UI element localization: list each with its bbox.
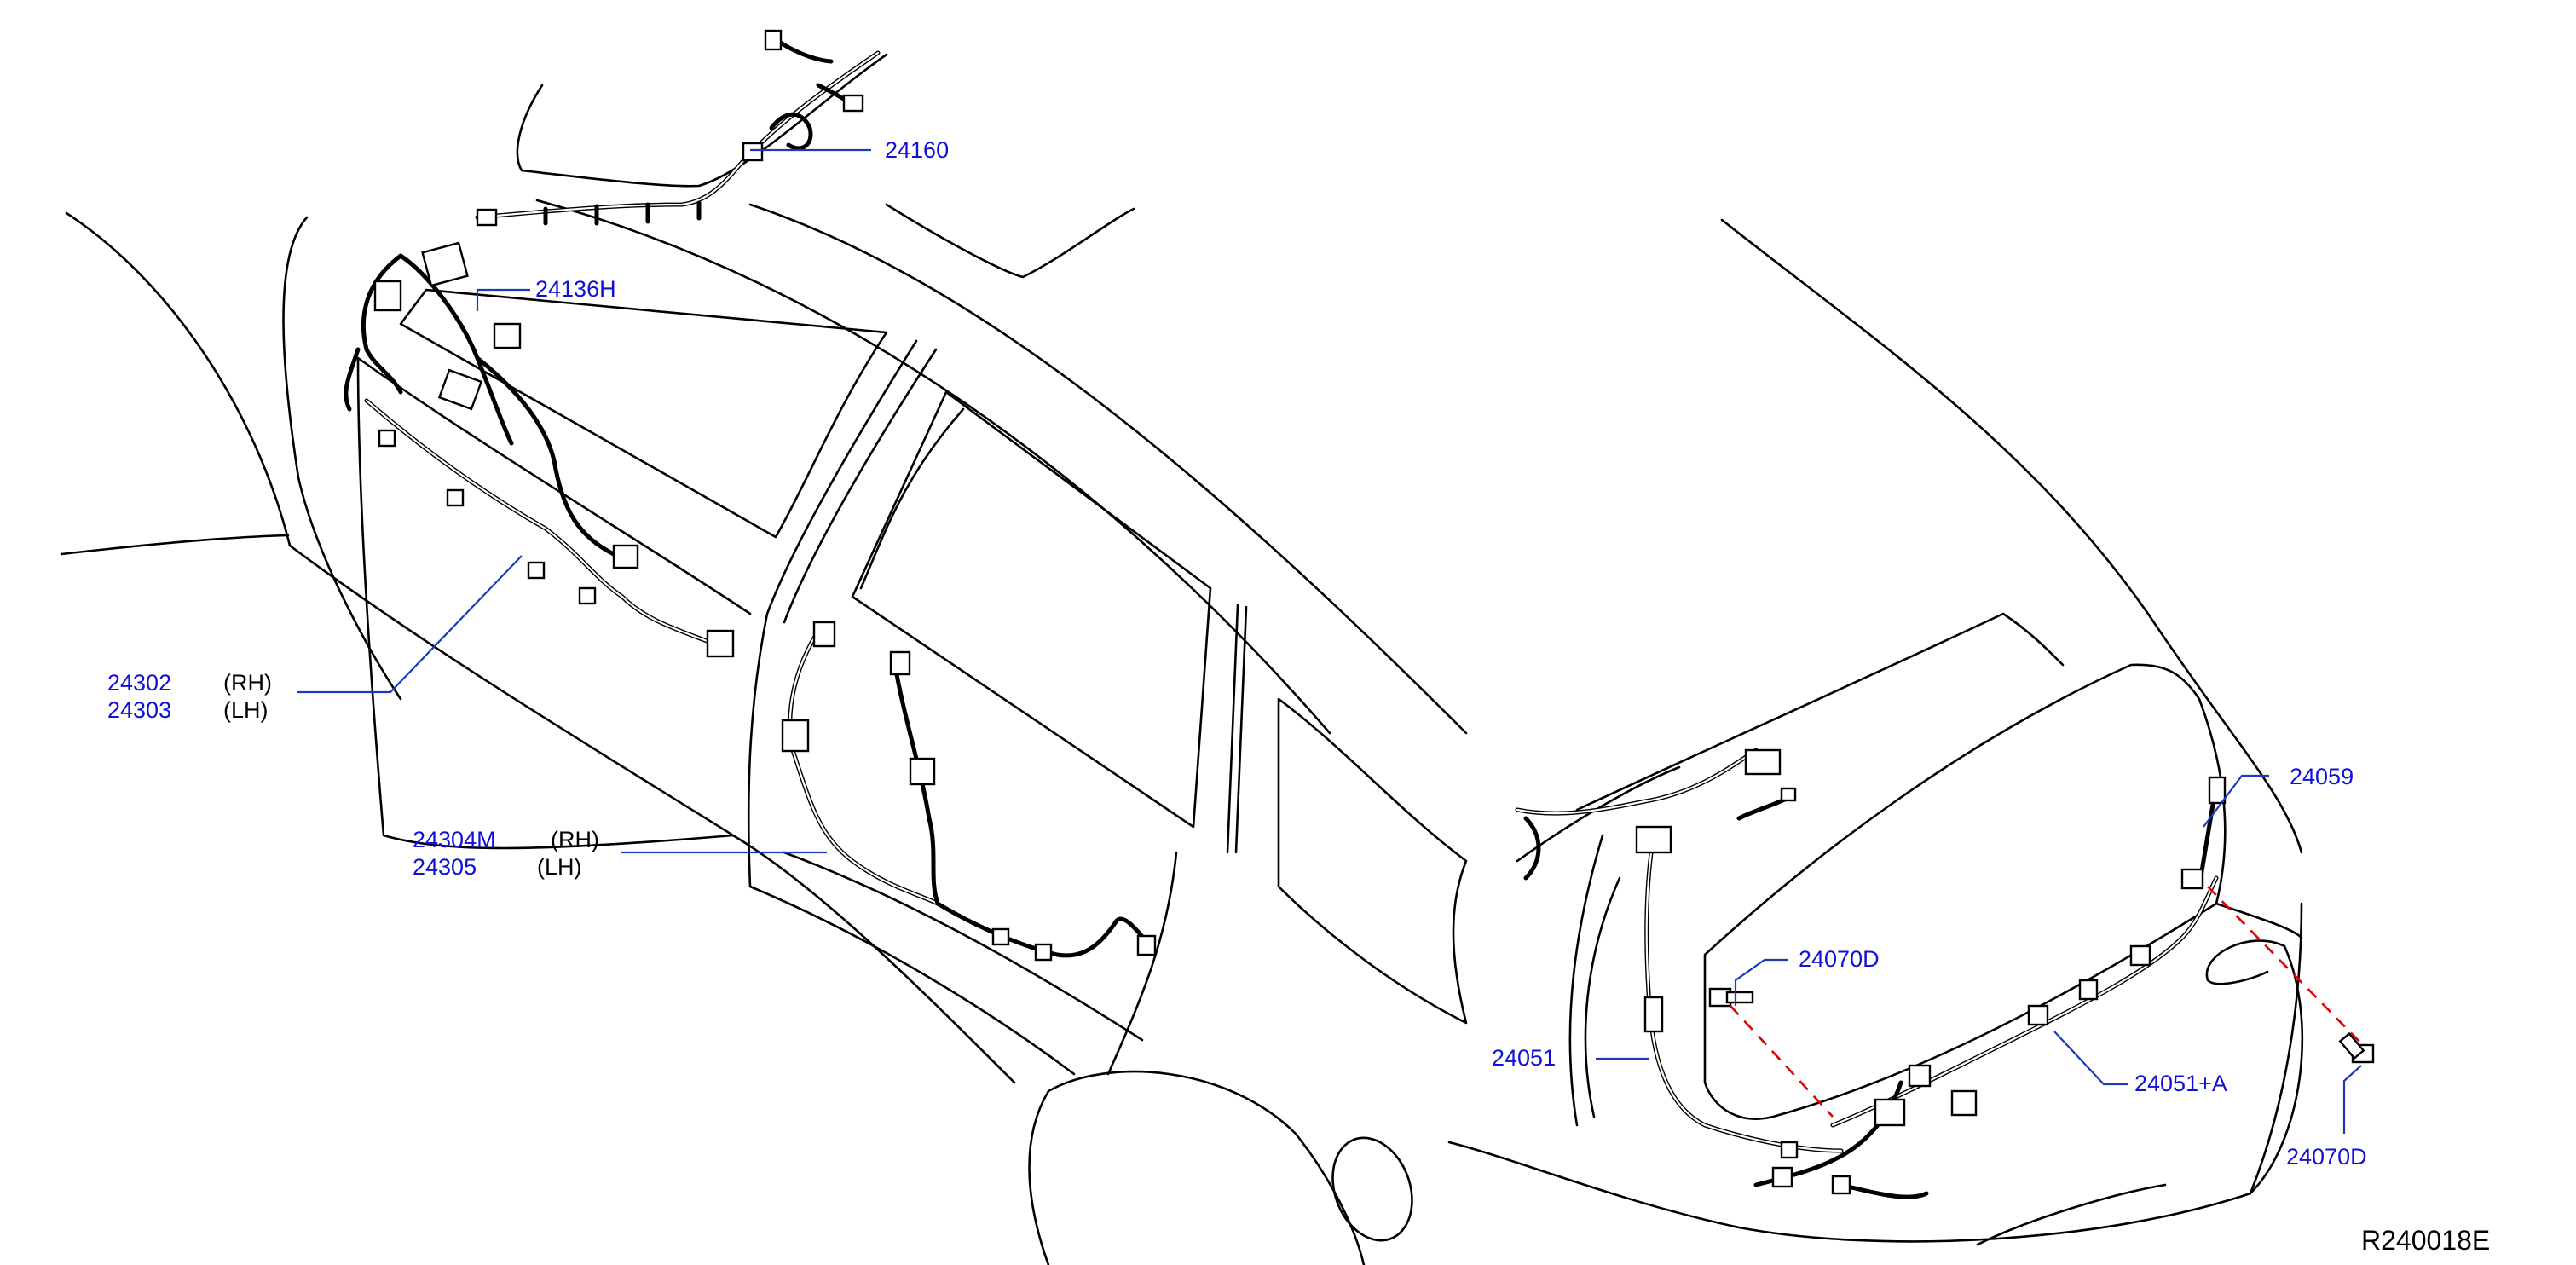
installation-guide-lines	[1730, 886, 2362, 1118]
part-label-24303: 24303	[107, 697, 171, 723]
part-label-24305: 24305	[413, 854, 477, 880]
harness-rear-24051	[1515, 748, 2227, 1199]
part-label-24304M: 24304M	[413, 827, 496, 852]
diagram-reference-code: R240018E	[2361, 1225, 2490, 1256]
leader-24302	[297, 555, 523, 694]
part-label-24059: 24059	[2290, 764, 2354, 789]
side-label-24302-rh: (RH)	[223, 670, 272, 696]
leader-24070D-upper	[1734, 958, 1788, 1006]
harness-roof-24160	[475, 29, 881, 227]
bolt-24070D-lower	[2338, 1031, 2375, 1064]
leader-24136H	[476, 288, 530, 311]
part-label-24302: 24302	[107, 670, 171, 696]
part-label-24051: 24051	[1492, 1045, 1556, 1071]
part-label-24160: 24160	[885, 137, 949, 163]
side-label-24304M-rh: (RH)	[551, 827, 599, 852]
harness-body-24302	[344, 241, 735, 658]
guide-line-lower-bolt	[2207, 886, 2362, 1044]
leader-lines	[297, 148, 2362, 1134]
side-label-24305-lh: (LH)	[537, 854, 582, 880]
part-label-24051A: 24051+A	[2134, 1071, 2227, 1096]
guide-line-upper-bolt	[1730, 1005, 1834, 1118]
leader-24059	[2203, 774, 2269, 828]
bolt-24070D-upper	[1708, 987, 1754, 1008]
part-label-24070D-lower: 24070D	[2286, 1144, 2367, 1170]
leader-24051A	[2053, 1031, 2128, 1086]
harness-door-24304M	[781, 621, 1157, 962]
side-label-24303-lh: (LH)	[223, 697, 269, 723]
part-labels: 24160 24136H 24302 (RH) 24303 (LH) 24304…	[107, 137, 2367, 1170]
part-label-24136H: 24136H	[535, 276, 616, 302]
part-label-24070D-upper: 24070D	[1799, 946, 1880, 972]
vehicle-body-outline	[60, 53, 2304, 1265]
leader-24070D-lower	[2342, 1065, 2362, 1134]
